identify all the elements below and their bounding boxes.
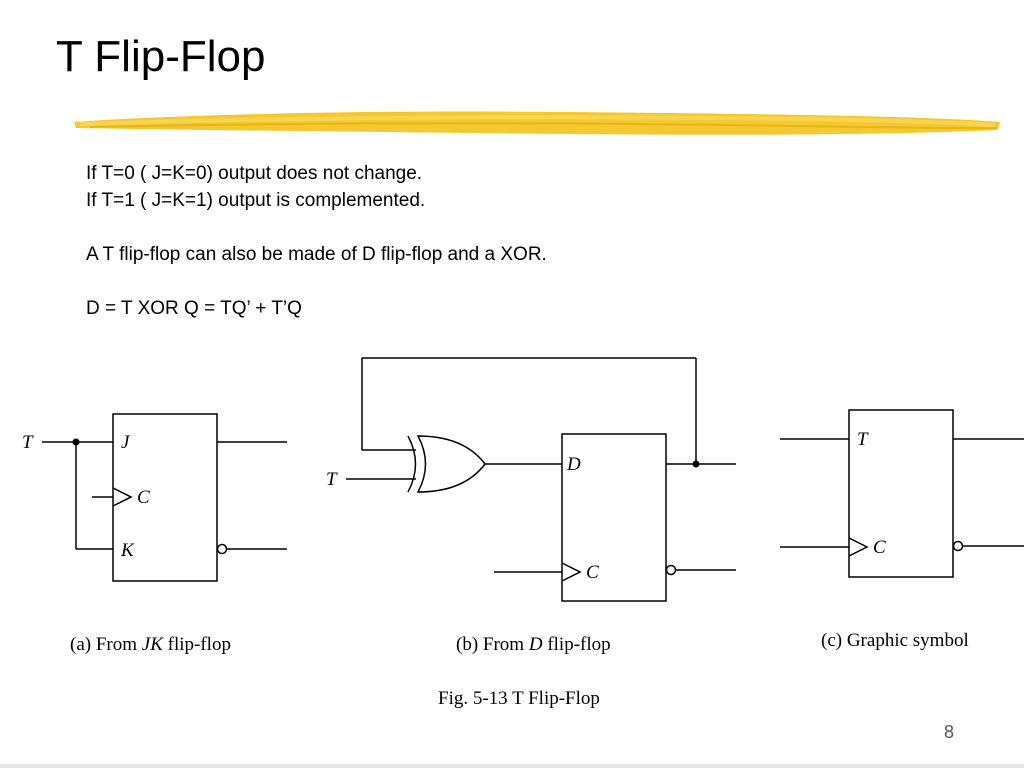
highlighter-stroke xyxy=(74,111,1000,135)
page-number: 8 xyxy=(944,722,955,742)
caption-a-em: JK xyxy=(141,634,163,655)
a-pin-j: J xyxy=(121,432,131,453)
a-pin-c: C xyxy=(137,487,150,508)
caption-b-prefix: (b) From xyxy=(456,634,529,655)
caption-a-suffix: flip-flop xyxy=(162,634,231,655)
c-pin-c: C xyxy=(873,537,886,558)
t-flip-flop-symbol-box xyxy=(848,409,954,578)
slide-title: T Flip-Flop xyxy=(56,32,266,81)
caption-b-em: D xyxy=(528,634,543,655)
b-pin-c: C xyxy=(586,562,599,583)
caption-a-prefix: (a) From xyxy=(70,634,142,655)
figure-caption: Fig. 5-13 T Flip-Flop xyxy=(438,688,600,709)
a-input-label: T xyxy=(22,432,34,453)
footer-divider xyxy=(0,764,1024,768)
junction-dot-b xyxy=(692,460,700,468)
body-line-4: D = T XOR Q = TQ’ + T’Q xyxy=(86,298,302,319)
b-input-label: T xyxy=(326,469,338,490)
junction-dot-a xyxy=(72,438,80,446)
caption-b: (b) From D flip-flop xyxy=(456,634,611,656)
caption-b-suffix: flip-flop xyxy=(542,634,611,655)
body-line-2: If T=1 ( J=K=1) output is complemented. xyxy=(86,190,426,211)
a-pin-k: K xyxy=(120,540,135,561)
c-pin-t: T xyxy=(857,429,869,450)
caption-c: (c) Graphic symbol xyxy=(821,630,969,651)
body-text: If T=0 ( J=K=0) output does not change. … xyxy=(86,160,547,322)
body-line-1: If T=0 ( J=K=0) output does not change. xyxy=(86,163,423,184)
xor-gate xyxy=(416,435,486,493)
caption-a: (a) From JK flip-flop xyxy=(70,634,231,656)
b-pin-d: D xyxy=(566,454,581,475)
d-flip-flop-box xyxy=(561,433,667,602)
body-line-3: A T flip-flop can also be made of D flip… xyxy=(86,244,547,265)
